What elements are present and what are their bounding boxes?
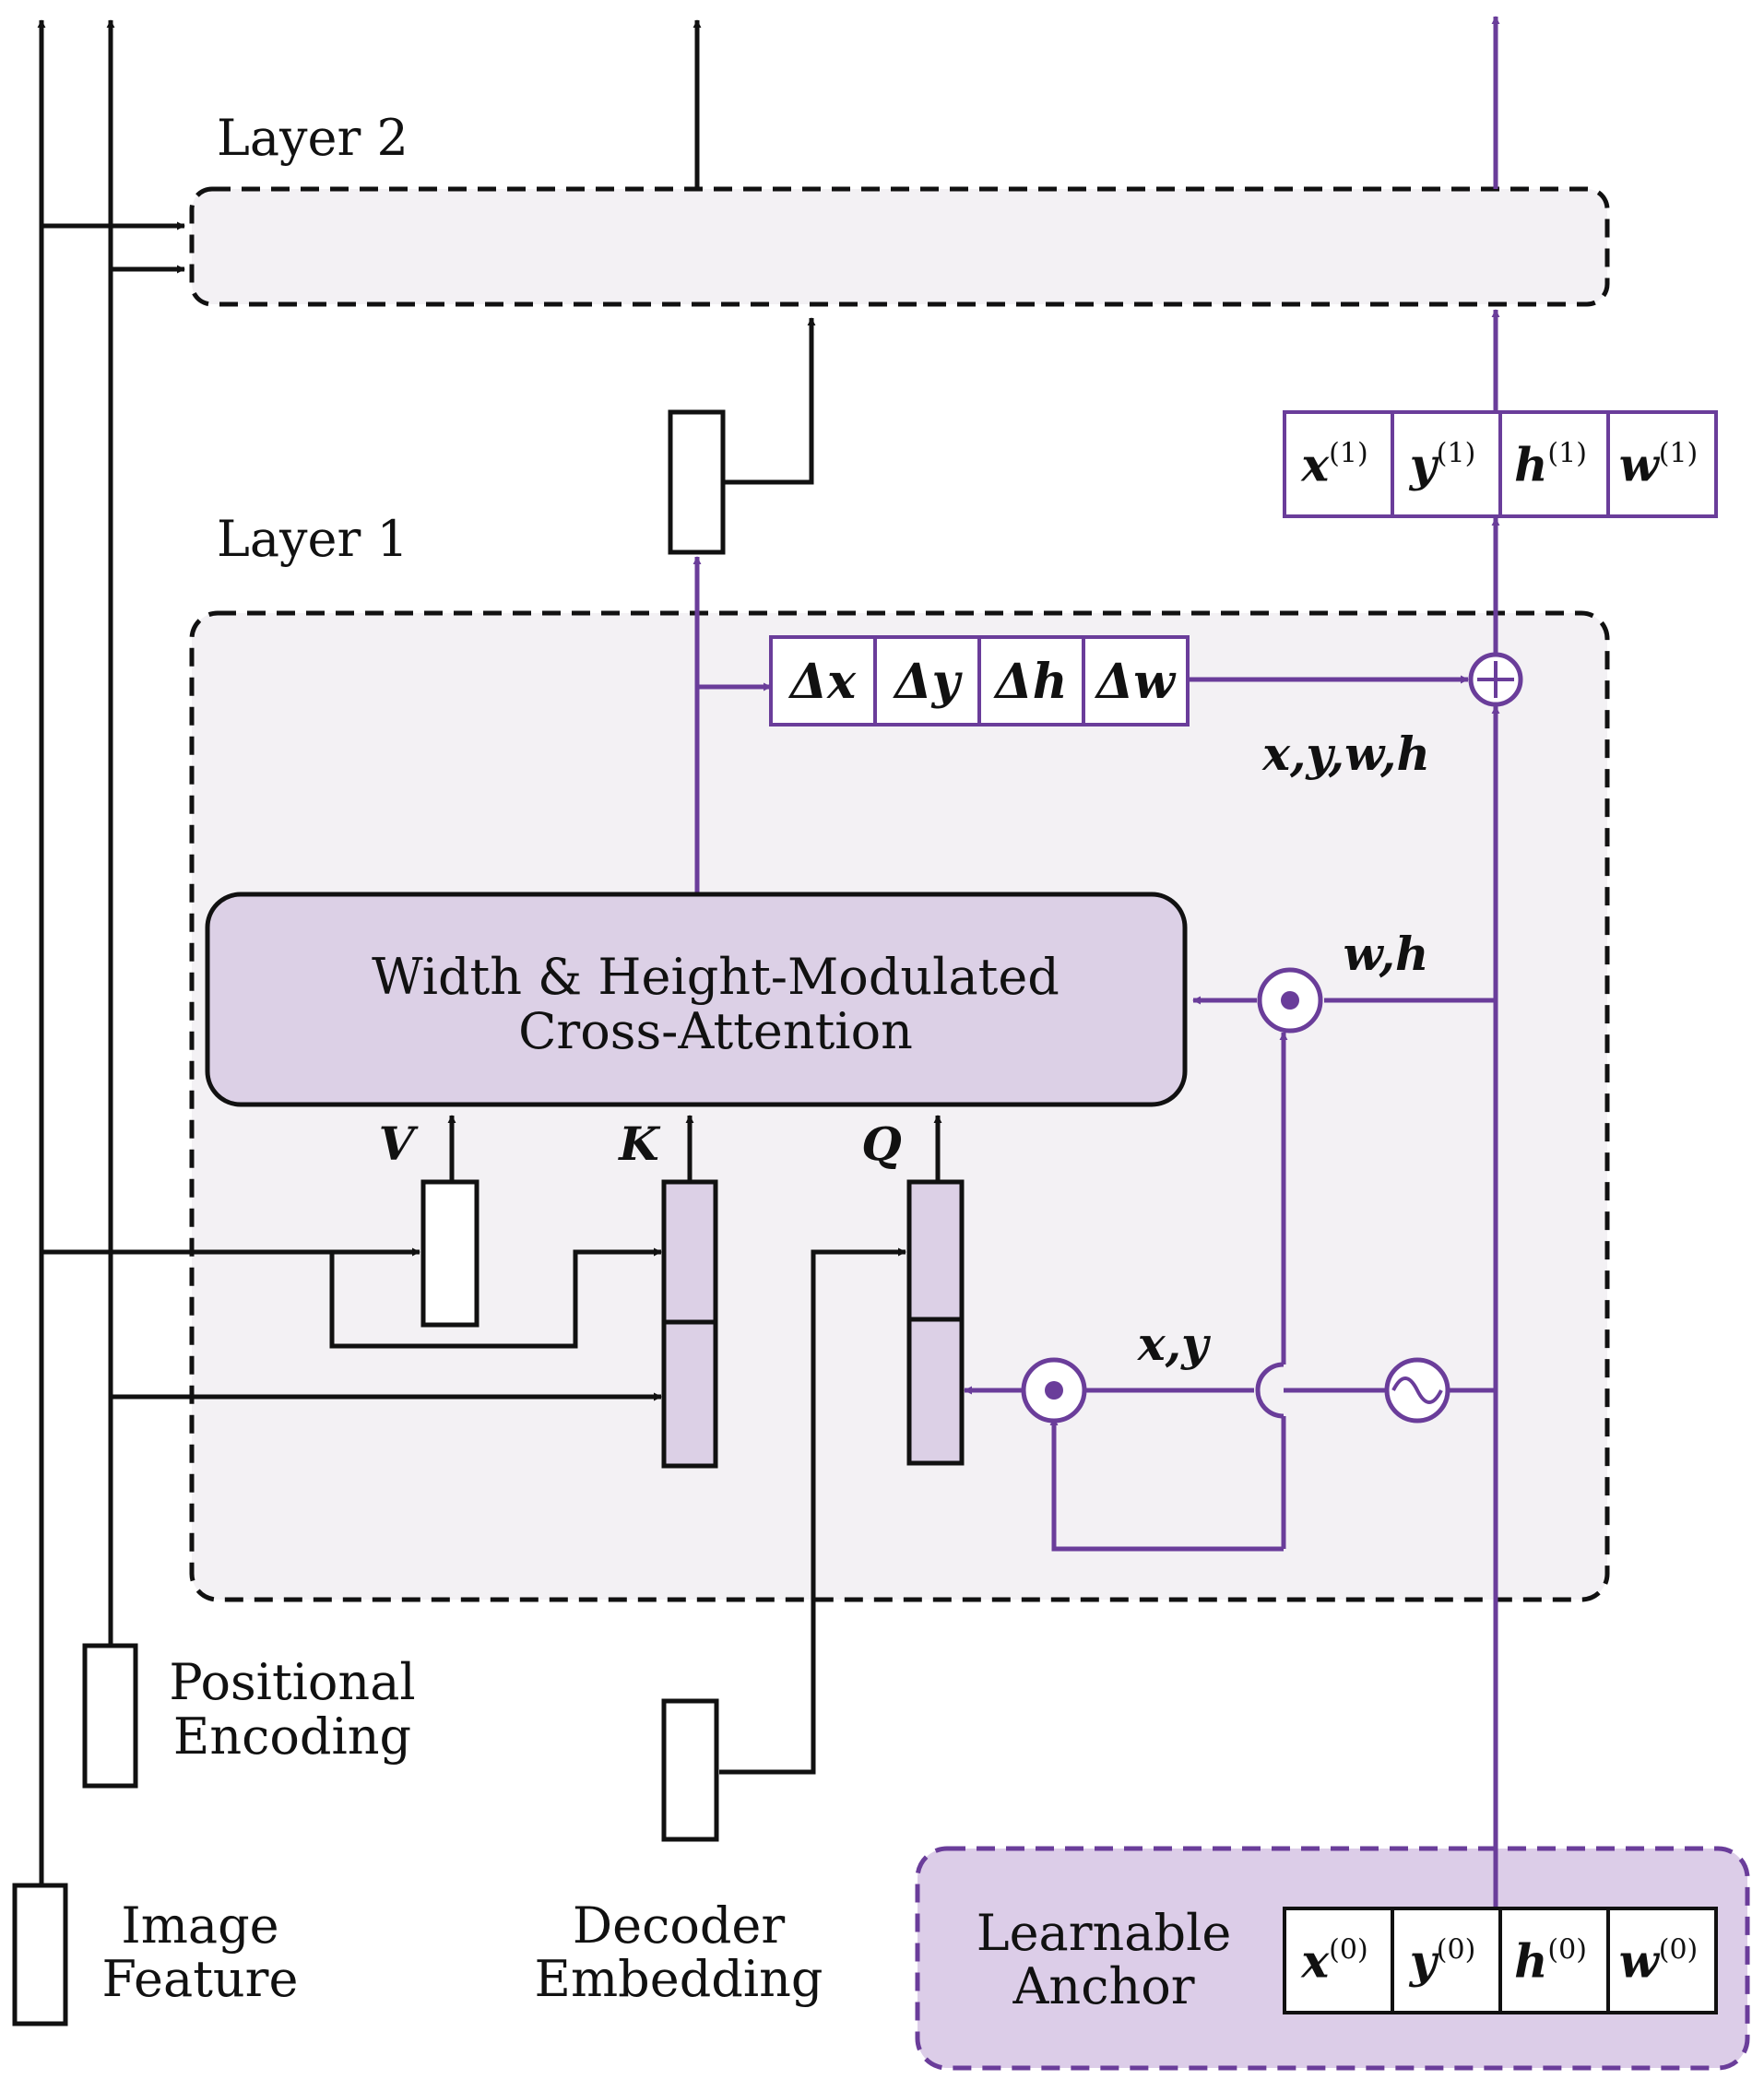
- multiply-operator-xy-icon: [1021, 1357, 1087, 1424]
- query-box-top: [906, 1179, 965, 1322]
- layer1-label: Layer 1: [217, 510, 408, 568]
- positional-label-line2: Encoding: [173, 1707, 411, 1766]
- anchor-cell-label: y(1): [1409, 438, 1476, 492]
- anchor-cell-label: x(1): [1300, 438, 1367, 492]
- anchor-cell: [1283, 1907, 1394, 2014]
- value-box: [420, 1179, 479, 1328]
- anchor-cell-label: w(0): [1619, 1934, 1699, 1989]
- anchor-cell-label: h(1): [1514, 438, 1587, 492]
- anchor-cell: [1391, 1907, 1502, 2014]
- cross-attention-title-line1: Width & Height-Modulated: [372, 948, 1060, 1006]
- multiply-operator-wh-icon: [1257, 967, 1323, 1034]
- key-box-bottom: [661, 1319, 718, 1469]
- anchor-cell: [1606, 410, 1718, 518]
- cross-attention-block: [205, 892, 1188, 1107]
- anchor-label-line1: Learnable: [977, 1904, 1232, 1962]
- q-label: Q: [861, 1116, 902, 1171]
- xy-label: x,y: [1137, 1317, 1211, 1371]
- anchor-cell-label: y(0): [1409, 1934, 1476, 1989]
- add-operator-icon: [1468, 652, 1523, 707]
- positional-label-line1: Positional: [169, 1653, 415, 1711]
- layer2-label: Layer 2: [217, 109, 408, 167]
- wh-label: w,h: [1344, 927, 1429, 981]
- delta-row: Δx Δy Δh Δw: [769, 635, 1190, 727]
- image-label-line1: Image: [121, 1896, 278, 1955]
- delta-cell: [977, 635, 1085, 727]
- positional-encoding-bus: [106, 19, 662, 1646]
- layer1-output-box: [668, 409, 726, 555]
- anchor-flow: [693, 16, 1500, 1908]
- anchor-cell-label: x(0): [1300, 1934, 1367, 1989]
- anchor-cell: [1283, 410, 1394, 518]
- delta-cell-label: Δx: [787, 654, 857, 710]
- key-box-top: [661, 1179, 718, 1325]
- anchor-label-line2: Anchor: [1012, 1957, 1194, 2015]
- delta-cell-label: Δy: [892, 654, 963, 710]
- sinusoidal-encoding-icon: [1384, 1357, 1450, 1424]
- output-paths: [447, 19, 942, 1182]
- positional-encoding-box: [82, 1643, 138, 1789]
- updated-anchor-row: x(1) y(1) h(1) w(1): [1283, 410, 1718, 518]
- image-feature-bus: [37, 19, 662, 1885]
- image-label-line2: Feature: [102, 1950, 299, 2008]
- anchor-cell-label: w(1): [1619, 438, 1699, 492]
- anchor-cell: [1498, 1907, 1610, 2014]
- anchor-cell-label: h(0): [1514, 1934, 1587, 1989]
- decoder-embedding-path: [719, 1247, 906, 1775]
- layer2-box: [189, 186, 1610, 307]
- anchor-cell: [1498, 410, 1610, 518]
- cross-attention-title-line2: Cross-Attention: [518, 1002, 913, 1060]
- v-label: V: [379, 1116, 420, 1171]
- k-label: K: [617, 1116, 661, 1171]
- delta-cell-label: Δw: [1094, 654, 1177, 710]
- image-feature-box: [12, 1883, 68, 2026]
- initial-anchor-row: x(0) y(0) h(0) w(0): [1283, 1907, 1718, 2014]
- delta-cell: [769, 635, 877, 727]
- delta-cell-label: Δh: [992, 654, 1067, 710]
- decoder-embedding-box: [661, 1698, 719, 1842]
- xywh-label: x,y,w,h: [1261, 727, 1430, 781]
- delta-cell: [1082, 635, 1190, 727]
- decoder-label-line2: Embedding: [535, 1950, 823, 2008]
- query-box-bottom: [906, 1317, 965, 1466]
- anchor-cell: [1606, 1907, 1718, 2014]
- decoder-label-line1: Decoder: [573, 1896, 786, 1955]
